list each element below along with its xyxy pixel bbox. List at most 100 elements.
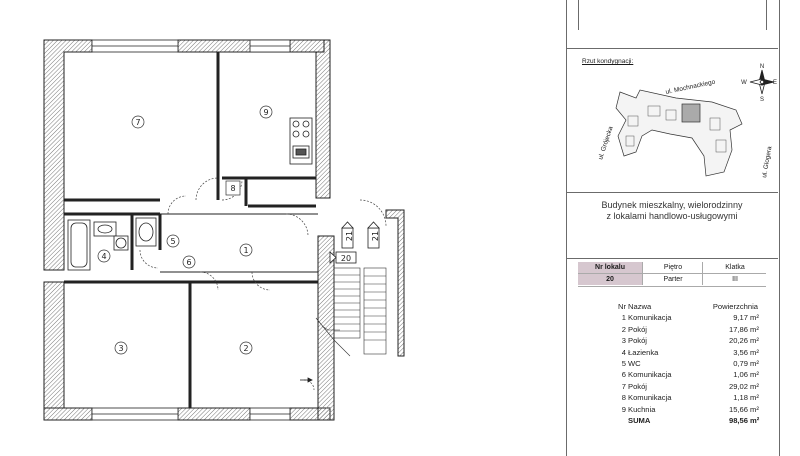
stair-label-20: 20 [341,254,351,263]
room-number-4: 4 [101,252,106,261]
row-area: 20,26 [728,336,748,346]
row-name: Łazienka [628,347,659,357]
table-sum-row: SUMA 98,56 m² [614,415,764,426]
row-unit: m² [750,370,759,380]
compass-s: S [760,97,764,103]
floor-plan: 20 21 21 1 2 3 4 5 6 7 8 9 [43,39,405,421]
row-unit: m² [750,347,759,357]
table-header: Nr Nazwa Powierzchnia [614,301,764,312]
street-glogera: ul. Glogera [761,145,773,178]
row-unit: m² [750,358,759,368]
row-name: Komunikacja [628,313,672,323]
compass-w: W [741,80,747,86]
header-label-floor: Piętro [642,262,703,273]
compass-e: E [773,80,777,86]
row-name: Komunikacja [628,393,672,403]
row-area: 3,56 [733,347,748,357]
header-value-stairwell: III [702,274,767,285]
stair-label-21b: 21 [371,231,380,241]
sheet-tick-left [578,0,579,30]
bathroom-fixtures [67,217,157,271]
compass-n: N [760,64,764,70]
header-value-unit: 20 [578,274,642,285]
sum-unit: m² [750,415,760,425]
sum-label: SUMA [628,415,651,425]
col-name: Nazwa [628,302,652,311]
location-map: ul. Mochnackiego ul. Grójecka ul. Gloger… [597,64,777,178]
room-numbers: 1 2 3 4 5 6 7 8 9 [101,108,268,353]
sum-area: 98,56 [728,415,748,425]
row-area: 17,86 [728,324,748,334]
row-unit: m² [750,404,759,414]
stair-label-21a: 21 [345,231,354,241]
row-area: 0,79 [733,358,748,368]
building-title: Budynek mieszkalny, wielorodzinny z loka… [566,200,778,222]
room-number-2: 2 [243,344,248,353]
header-label-unit: Nr lokalu [578,262,642,273]
row-area: 15,66 [728,404,748,414]
interior-walls [64,52,318,408]
entry-arrow [300,377,313,383]
row-nr: 9 [621,404,626,414]
exterior-walls [43,39,405,421]
building-footprint [615,89,743,177]
info-sheet [566,0,780,456]
windows [91,39,291,421]
row-nr: 1 [621,313,626,323]
row-nr: 4 [621,347,626,357]
building-courtyards [625,105,727,153]
col-nr: Nr [617,302,626,311]
kitchen-fixtures [289,117,313,165]
row-nr: 2 [621,324,626,334]
row-area: 1,06 [733,370,748,380]
stair-box-21b: 21 [367,221,380,249]
room-number-9: 9 [263,108,268,117]
corridor-outline [160,213,318,273]
door-swings [139,177,387,391]
location-caption: Rzut kondygnacji: [582,58,634,65]
row-name: Pokój [628,336,647,346]
row-name: Komunikacja [628,370,672,380]
header-rule-bottom [578,286,766,287]
header-label-stairwell: Klatka [702,262,767,273]
row-nr: 3 [621,336,626,346]
sheet-rule-top [566,48,778,49]
row-name: Kuchnia [628,404,656,414]
street-grojecka: ul. Grójecka [597,125,614,161]
row-unit: m² [750,393,759,403]
street-mochnackiego: ul. Mochnackiego [665,79,716,96]
row-unit: m² [750,313,759,323]
header-value-floor: Parter [642,274,703,285]
room-number-1: 1 [243,246,248,255]
row-area: 1,18 [733,393,748,403]
row-area: 9,17 [733,313,748,323]
title-line-1: Budynek mieszkalny, wielorodzinny [601,200,743,210]
stair-box-21a: 21 [341,221,354,249]
room-number-8: 8 [230,184,235,193]
row-name: Pokój [628,381,647,391]
room-number-5: 5 [170,237,175,246]
room-markers [97,105,273,355]
col-area: Powierzchnia [712,302,758,311]
room-number-7: 7 [135,118,140,127]
header-rule-mid [578,273,766,274]
sheet-tick-right [766,0,767,30]
title-line-2: z lokalami handlowo-usługowymi [606,211,738,221]
sheet-rule-map [566,192,778,193]
row-area: 29,02 [728,381,748,391]
sheet-rule-title [566,258,778,259]
staircase [315,267,387,357]
room-number-3: 3 [118,344,123,353]
row-name: WC [628,358,641,368]
row-nr: 6 [621,370,626,380]
